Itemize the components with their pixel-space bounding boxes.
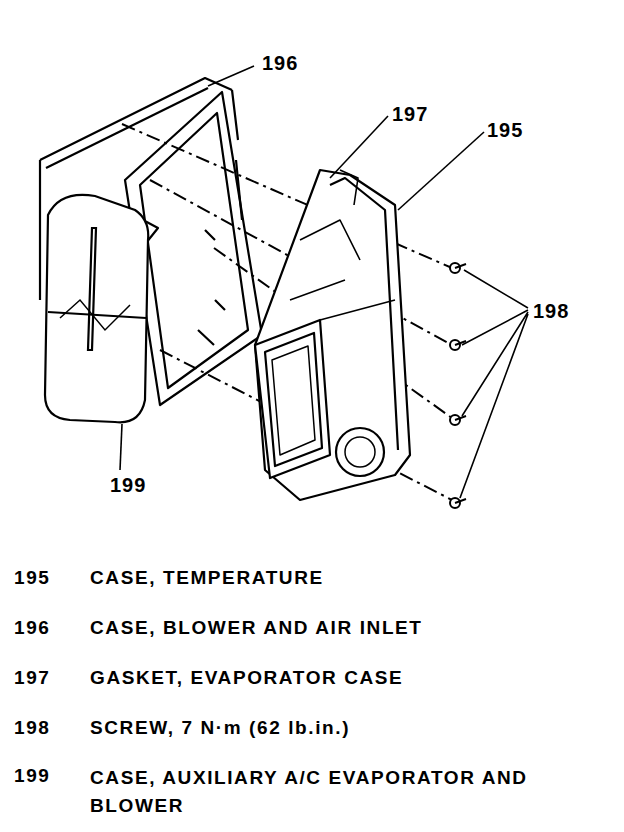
callout-number: 196: [262, 50, 298, 76]
callout-number: 198: [533, 298, 569, 324]
alignment-line: [122, 124, 452, 500]
temperature-case: [255, 170, 410, 500]
part-name: GASKET, EVAPORATOR CASE: [90, 666, 403, 691]
callout-number: 199: [14, 764, 51, 789]
part-name: CASE, BLOWER AND AIR INLET: [90, 616, 423, 641]
part-name: CASE, AUXILIARY A/C EVAPORATOR AND BLOWE…: [90, 764, 560, 820]
callout-number: 197: [392, 101, 428, 127]
callout-number: 196: [14, 616, 51, 641]
callout-number: 197: [14, 666, 51, 691]
callout-number: 198: [14, 716, 51, 741]
leader-line: [120, 66, 528, 498]
part-name: SCREW, 7 N·m (62 lb.in.): [90, 716, 350, 741]
callout-number: 199: [110, 472, 146, 498]
callout-number: 195: [14, 566, 51, 591]
callout-number: 195: [487, 117, 523, 143]
part-name: CASE, TEMPERATURE: [90, 566, 324, 591]
screw: [450, 263, 466, 508]
auxiliary-case: [45, 195, 148, 422]
